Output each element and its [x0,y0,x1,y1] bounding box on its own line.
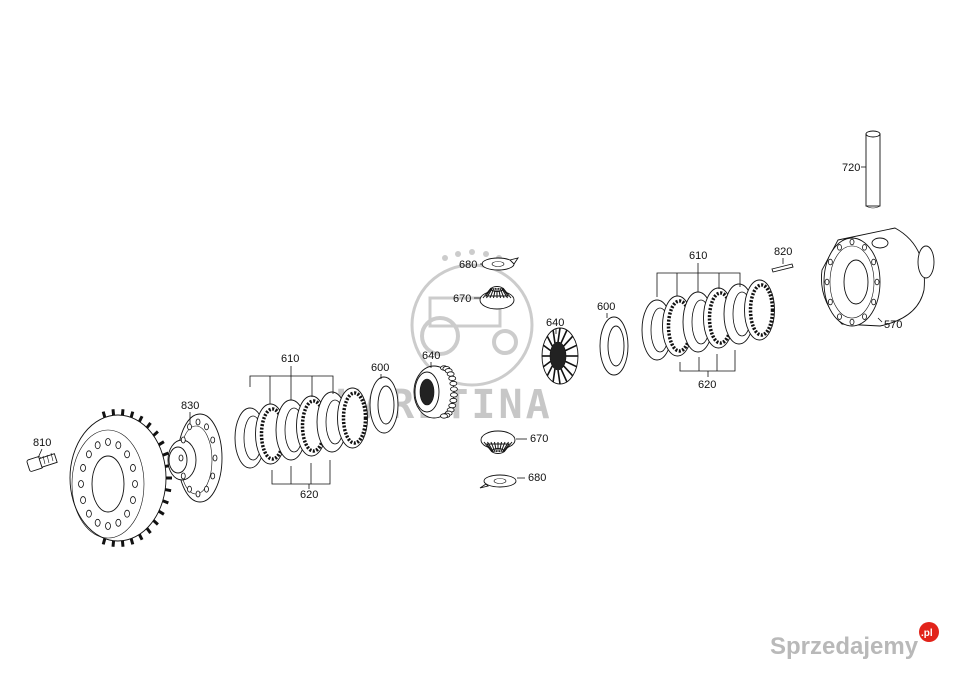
part-ring-gear [69,409,172,547]
label-720: 720 [842,162,860,174]
part-570-housing [820,227,935,327]
label-640-right: 640 [546,317,564,329]
part-600-right-washer [599,316,629,376]
label-680-top: 680 [459,259,477,271]
part-680-top-washer [481,257,520,271]
part-600-left-washer [369,376,399,434]
brand-name: Sprzedajemy [770,633,919,660]
label-820: 820 [774,246,792,258]
part-670-top-pinion [479,286,515,310]
part-830-hub [167,413,223,503]
part-810-bolt [26,452,58,472]
label-610-left: 610 [281,353,299,365]
part-610-620-left-clutch-pack [234,387,368,469]
sprzedajemy-brand-logo: Sprzedajemy .pl [770,622,939,660]
part-820-pin [771,263,794,273]
label-810: 810 [33,437,51,449]
label-670-bottom: 670 [530,433,548,445]
part-720-shaft [865,130,881,209]
part-670-bottom-pinion [480,430,516,454]
part-640-left-side-gear [413,365,458,419]
part-680-bottom-washer [479,474,517,489]
brand-tld: .pl [921,628,933,639]
label-610-right: 610 [689,250,707,262]
label-620-right: 620 [698,379,716,391]
label-680-bottom: 680 [528,472,546,484]
label-570: 570 [884,319,902,331]
label-600-right: 600 [597,301,615,313]
watermark-tractor-logo [410,249,534,387]
part-640-right-side-gear [541,327,579,385]
label-670-top: 670 [453,293,471,305]
label-600-left: 600 [371,362,389,374]
label-620-left: 620 [300,489,318,501]
label-830: 830 [181,400,199,412]
part-610-620-right-clutch-pack [641,279,775,361]
label-640-left: 640 [422,350,440,362]
